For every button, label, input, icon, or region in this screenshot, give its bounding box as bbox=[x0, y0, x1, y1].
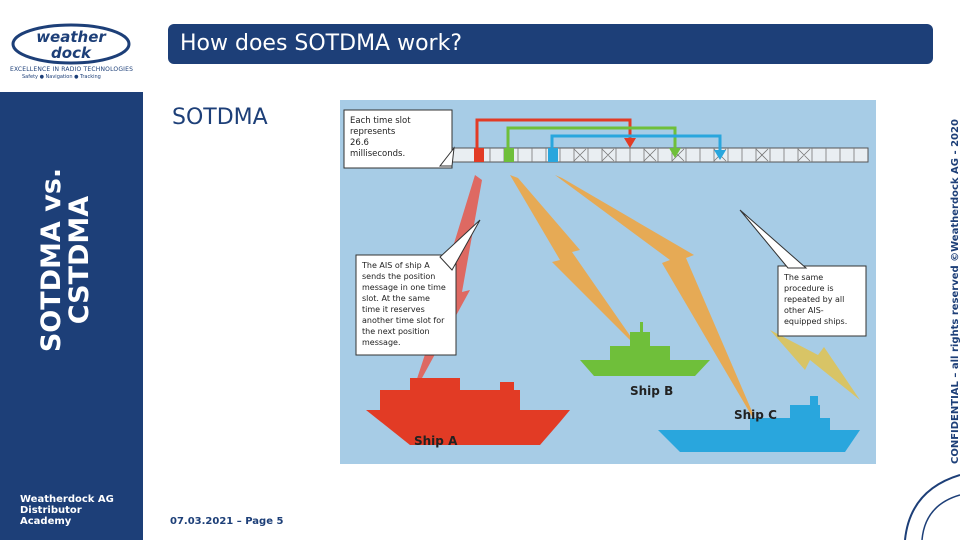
org-line-3: Academy bbox=[20, 516, 72, 527]
section-label: SOTDMA bbox=[172, 105, 268, 130]
svg-text:dock: dock bbox=[51, 44, 92, 62]
time-slot-strip bbox=[451, 147, 869, 163]
note-ship-a-line: slot. At the same bbox=[362, 294, 430, 303]
svg-text:weather: weather bbox=[36, 28, 107, 46]
org-line-2: Distributor bbox=[20, 505, 82, 516]
note-ship-a-line: sends the position bbox=[362, 272, 435, 281]
vertical-title: SOTDMA vs. CSTDMA bbox=[36, 167, 95, 353]
note-same-line: procedure is bbox=[784, 284, 834, 293]
note-timeslot: Each time slot represents 26.6 milliseco… bbox=[343, 109, 453, 169]
org-line-1: Weatherdock AG bbox=[20, 494, 114, 505]
logo-tagline: EXCELLENCE IN RADIO TECHNOLOGIES bbox=[10, 66, 134, 73]
note-same-line: equipped ships. bbox=[784, 317, 847, 326]
ship-b-label: Ship B bbox=[630, 384, 673, 398]
ship-b: Ship B bbox=[580, 322, 710, 398]
note-same-line: repeated by all bbox=[784, 295, 844, 304]
sidebar: weather dock EXCELLENCE IN RADIO TECHNOL… bbox=[0, 0, 143, 540]
ship-a: Ship A bbox=[366, 378, 570, 448]
note-same-procedure: The same procedure is repeated by all ot… bbox=[739, 209, 867, 337]
page-title: How does SOTDMA work? bbox=[180, 31, 463, 56]
organization-label: Weatherdock AG Distributor Academy bbox=[20, 494, 114, 527]
swoosh-decoration-icon bbox=[904, 474, 960, 540]
confidential-notice: CONFIDENTIAL – all rights reserved ©Weat… bbox=[950, 119, 960, 464]
note-ship-a-line: another time slot for bbox=[362, 316, 445, 325]
ship-c: Ship C bbox=[658, 396, 860, 452]
ship-a-label: Ship A bbox=[414, 434, 458, 448]
note-timeslot-line: Each time slot bbox=[350, 116, 411, 126]
note-timeslot-line: represents bbox=[350, 127, 396, 137]
title-bar: How does SOTDMA work? bbox=[168, 24, 933, 64]
note-same-line: other AIS- bbox=[784, 306, 824, 315]
svg-text:Each time slot represent: Each time slot represents 26.6 milliseco… bbox=[350, 116, 413, 159]
note-ship-a: The AIS of ship A sends the position mes… bbox=[355, 219, 481, 356]
weatherdock-logo-icon: weather dock bbox=[11, 23, 131, 65]
logo-subline: Safety ● Navigation ● Tracking bbox=[22, 74, 101, 80]
date-page-footer: 07.03.2021 – Page 5 bbox=[170, 516, 284, 527]
note-same-line: The same bbox=[783, 273, 823, 282]
note-timeslot-line: milliseconds. bbox=[350, 149, 405, 159]
note-ship-a-line: the next position bbox=[362, 327, 430, 336]
note-ship-a-line: message. bbox=[362, 338, 401, 347]
note-ship-a-line: The AIS of ship A bbox=[361, 261, 430, 270]
note-ship-a-line: time it reserves bbox=[362, 305, 425, 314]
ship-c-label: Ship C bbox=[734, 408, 777, 422]
note-ship-a-line: message in one time bbox=[362, 283, 446, 292]
lightning-ship-b bbox=[510, 175, 640, 350]
note-timeslot-line: 26.6 bbox=[350, 138, 369, 148]
svg-text:The same procedure is: The same procedure is repeated by all ot… bbox=[783, 273, 847, 326]
lightning-ship-a bbox=[410, 175, 482, 400]
svg-text:The AIS of ship A sends: The AIS of ship A sends the position mes… bbox=[361, 261, 448, 347]
sotdma-diagram: Each time slot represents 26.6 milliseco… bbox=[340, 100, 876, 464]
logo: weather dock EXCELLENCE IN RADIO TECHNOL… bbox=[0, 0, 143, 92]
